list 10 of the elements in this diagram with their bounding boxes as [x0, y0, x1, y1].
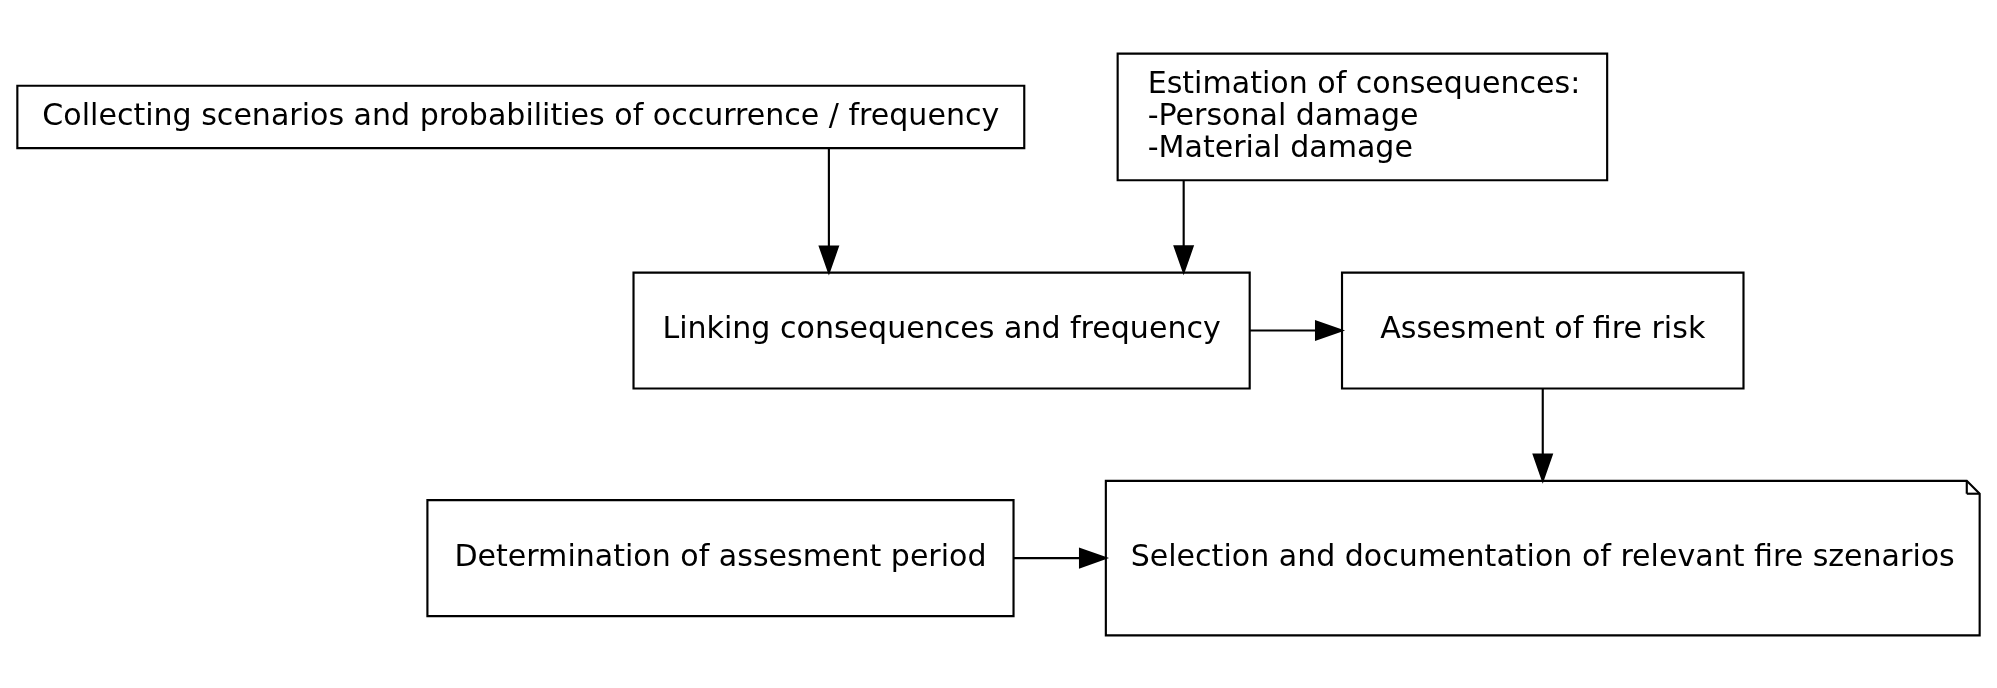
arrow — [1013, 547, 1110, 569]
node-box: Linking consequences and frequency — [632, 271, 1251, 390]
node-box: Assesment of fire risk — [1340, 271, 1745, 390]
node-box: Estimation of consequences: -Personal damage -Material damage — [1116, 52, 1609, 181]
node-box: Collecting scenarios and probabilities of occurrence / frequency — [16, 84, 1026, 149]
arrow — [1532, 388, 1554, 484]
arrow — [1250, 319, 1346, 341]
node-box: Determination of assesment period — [426, 498, 1015, 617]
arrow — [818, 147, 840, 276]
arrow — [1173, 179, 1195, 275]
